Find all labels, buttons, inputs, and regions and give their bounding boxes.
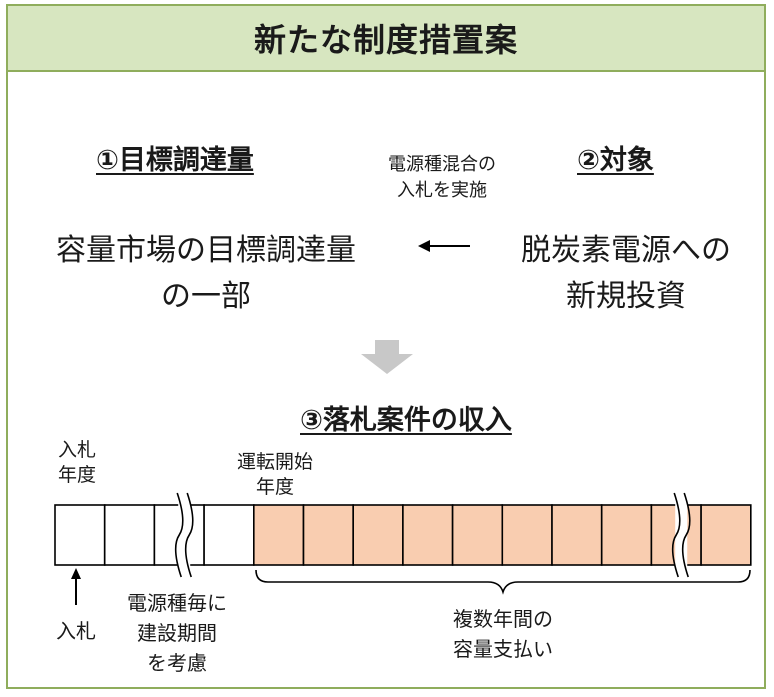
- start-year-line1: 運転開始: [236, 451, 313, 473]
- timeline-break-mark: [671, 492, 691, 578]
- arrow-note-line1: 電源種混合の: [388, 154, 496, 175]
- left-arrow-icon: [418, 240, 470, 252]
- section1-body: 容量市場の目標調達量 の一部: [26, 228, 386, 320]
- pre-operation-year-cell: [54, 504, 106, 566]
- start-year-label: 運転開始 年度: [220, 450, 330, 500]
- bid-year-line1: 入札: [57, 439, 96, 461]
- section3-heading: ③落札案件の収入: [300, 405, 512, 436]
- arrow-note-line2: 入札を実施: [397, 180, 487, 201]
- payment-line2: 容量支払い: [453, 637, 553, 661]
- construction-line1: 電源種毎に: [127, 591, 227, 615]
- bid-year-line2: 年度: [57, 464, 96, 486]
- payment-year-cell: [352, 504, 404, 566]
- payment-year-cell: [302, 504, 355, 566]
- up-arrow-icon: [71, 568, 81, 605]
- construction-line3: を考慮: [147, 651, 207, 675]
- payment-year-cell: [551, 504, 603, 566]
- payment-year-cell: [402, 504, 454, 566]
- timeline-bar: [54, 492, 752, 578]
- payment-year-cell: [451, 504, 504, 566]
- section2-body-line2: 新規投資: [566, 279, 686, 314]
- title-bar: 新たな制度措置案: [8, 6, 764, 72]
- section2-body: 脱炭素電源への 新規投資: [506, 228, 746, 320]
- diagram-frame: 新たな制度措置案: [6, 4, 766, 689]
- construction-line2: 建設期間: [137, 621, 217, 645]
- start-year-line2: 年度: [255, 476, 294, 498]
- payment-note: 複数年間の 容量支払い: [428, 604, 578, 664]
- bid-label: 入札: [56, 619, 96, 643]
- down-arrow-icon: [361, 340, 413, 374]
- payment-line1: 複数年間の: [453, 607, 553, 631]
- timeline-break-mark: [174, 492, 194, 578]
- section1-body-line2: の一部: [161, 279, 251, 314]
- section2-heading: ②対象: [577, 145, 654, 176]
- bid-year-label: 入札 年度: [44, 438, 110, 488]
- section1-heading: ①目標調達量: [96, 145, 254, 176]
- section1-body-line1: 容量市場の目標調達量: [56, 233, 356, 268]
- construction-note: 電源種毎に 建設期間 を考慮: [112, 588, 242, 678]
- pre-operation-year-cell: [203, 504, 255, 566]
- page-title: 新たな制度措置案: [253, 21, 518, 59]
- payment-brace: [255, 569, 751, 595]
- payment-year-cell: [700, 504, 752, 566]
- section2-body-line1: 脱炭素電源への: [521, 233, 731, 268]
- arrow-note: 電源種混合の 入札を実施: [357, 152, 527, 204]
